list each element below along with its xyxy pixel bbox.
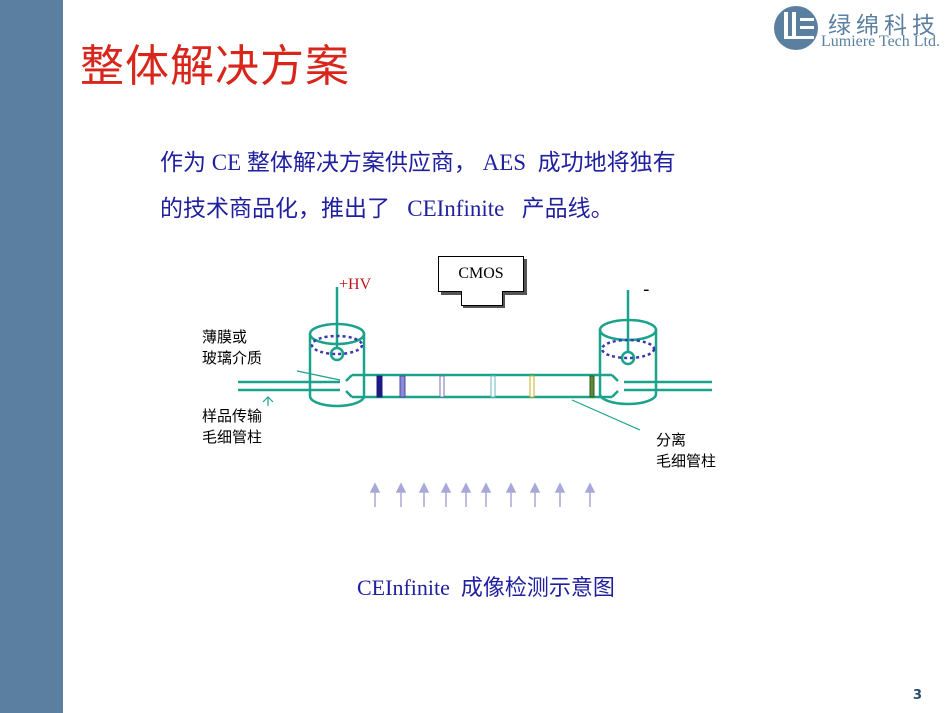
diagram-caption: CEInfinite 成像检测示意图 bbox=[357, 575, 615, 600]
light-arrow-icon bbox=[460, 482, 472, 507]
right-liquid-level bbox=[600, 338, 656, 360]
separation-capillary-label-line-2: 毛细管柱 bbox=[656, 452, 717, 470]
separation-capillary-label-line-1: 分离 bbox=[656, 431, 687, 449]
light-arrow-icon bbox=[529, 482, 541, 507]
right-electrode bbox=[620, 350, 636, 366]
light-arrow-icon bbox=[369, 482, 381, 507]
page-number: 3 bbox=[913, 688, 923, 703]
left-electrode bbox=[329, 346, 345, 362]
sample-capillary-label-line-2: 毛细管柱 bbox=[202, 428, 263, 446]
sample-capillary-label: 样品传输 毛细管柱 bbox=[202, 406, 262, 448]
left-reservoir bbox=[308, 334, 366, 408]
film-glass-label: 薄膜或 玻璃介质 bbox=[202, 327, 262, 369]
light-arrow-icon bbox=[440, 482, 452, 507]
cmos-camera: CMOS bbox=[438, 256, 524, 292]
slide-title: 整体解决方案 bbox=[80, 41, 350, 92]
separation-capillary-label: 分离 毛细管柱 bbox=[656, 430, 716, 472]
light-arrow-icon bbox=[554, 482, 566, 507]
body-line-2: 的技术商品化，推出了 CEInfinite 产品线。 bbox=[160, 196, 614, 221]
light-arrow-icon bbox=[418, 482, 430, 507]
sample-capillary-label-line-1: 样品传输 bbox=[202, 407, 263, 425]
minus-label: - bbox=[643, 279, 650, 300]
cmos-label: CMOS bbox=[458, 265, 504, 282]
light-arrow-icon bbox=[480, 482, 492, 507]
logo-mark-icon bbox=[774, 6, 818, 50]
hv-label: +HV bbox=[339, 276, 372, 293]
band-6 bbox=[589, 375, 595, 398]
cmos-lens bbox=[461, 291, 503, 306]
left-sidebar-band bbox=[0, 0, 63, 713]
film-glass-label-line-1: 薄膜或 bbox=[202, 328, 248, 346]
light-arrow-icon bbox=[395, 482, 407, 507]
band-1 bbox=[376, 375, 383, 398]
logo-name-en: Lumiere Tech Ltd. bbox=[821, 33, 940, 50]
body-line-1: 作为 CE 整体解决方案供应商， AES 成功地将独有 bbox=[160, 150, 676, 175]
band-4 bbox=[490, 375, 496, 398]
band-5 bbox=[529, 375, 535, 398]
light-arrow-icon bbox=[584, 482, 596, 507]
film-glass-label-line-2: 玻璃介质 bbox=[202, 349, 263, 367]
band-2 bbox=[399, 375, 406, 398]
band-3 bbox=[439, 375, 445, 398]
logo-name-cn: 绿绵科技 bbox=[828, 13, 940, 39]
left-liquid-level bbox=[310, 334, 364, 356]
light-arrow-icon bbox=[505, 482, 517, 507]
company-logo: 绿绵科技 Lumiere Tech Ltd. bbox=[772, 4, 950, 54]
